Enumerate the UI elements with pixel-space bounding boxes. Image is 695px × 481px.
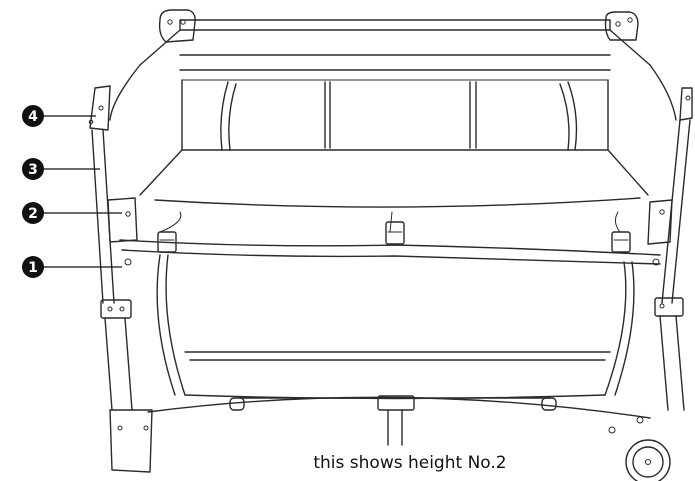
callout-marker-2: 2 (22, 202, 44, 224)
callout-label-2: 2 (28, 206, 38, 222)
top-left-corner-cap (158, 9, 196, 43)
bassinet-floor (139, 149, 649, 208)
top-right-corner-cap (604, 11, 639, 41)
left-foot (109, 409, 153, 473)
left-rail-clip (157, 231, 177, 253)
center-rail-clip (385, 221, 405, 245)
callout-marker-1: 1 (22, 256, 44, 278)
right-wheel (625, 439, 671, 481)
right-lower-joint (654, 297, 684, 317)
callout-label-3: 3 (28, 162, 38, 178)
right-top-cap (679, 87, 693, 121)
rear-mesh-panel (109, 64, 677, 151)
callout-label-4: 4 (28, 109, 38, 125)
right-height-lock (647, 199, 673, 245)
callout-marker-4: 4 (22, 105, 44, 127)
top-frame (139, 9, 651, 81)
mid-rail (119, 211, 661, 266)
callout-marker-3: 3 (22, 158, 44, 180)
left-post (88, 85, 138, 411)
base-frame (109, 395, 671, 481)
playard-body (156, 254, 635, 400)
right-rail-clip (611, 231, 631, 253)
callout-label-1: 1 (28, 260, 38, 276)
diagram-caption: this shows height No.2 (313, 453, 507, 473)
left-top-cap (89, 85, 111, 131)
left-lower-joint (100, 299, 132, 319)
right-post (647, 87, 693, 411)
left-height-lock (107, 197, 138, 243)
callout-leaders (42, 115, 122, 268)
